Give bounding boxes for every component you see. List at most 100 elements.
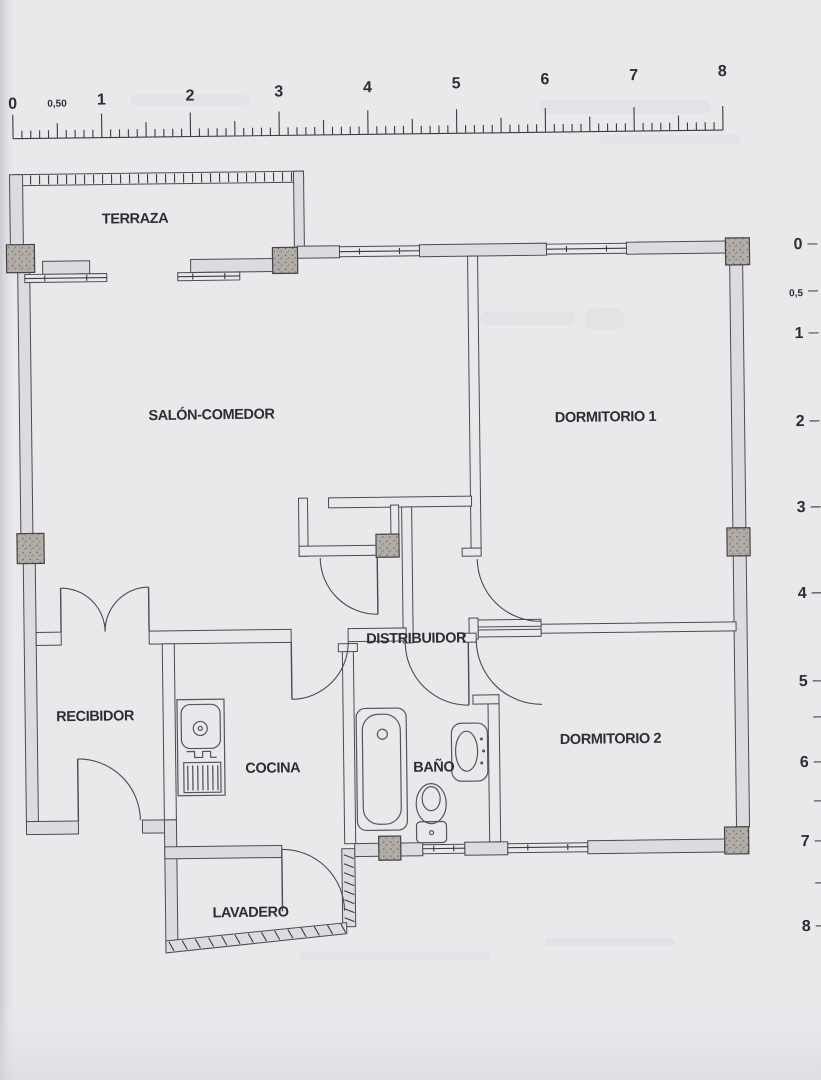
louver-tick: [326, 924, 334, 935]
windows: [24, 242, 628, 855]
top-wall-segment: [296, 245, 341, 259]
recibidor-cocina-divider: [161, 643, 177, 821]
lavadero-slanted-bottom-wall: [165, 922, 348, 954]
walls: [9, 170, 751, 954]
entrance-door: [76, 758, 141, 821]
doors: [59, 557, 543, 912]
pillar: [375, 533, 400, 558]
door-jamb: [472, 694, 500, 705]
door-jamb: [462, 632, 477, 643]
door-cocina: [290, 641, 349, 700]
room-label-cocina: COCINA: [245, 760, 301, 777]
right-wall-lower: [732, 555, 751, 828]
window-salon-terraza-left: [24, 273, 108, 284]
lavadero-left-wall: [163, 819, 179, 947]
pillar: [378, 835, 402, 861]
ruler-top-label: 8: [718, 63, 727, 80]
ruler-right-label: 2: [796, 413, 805, 430]
ruler-top-label: 3: [274, 83, 283, 100]
salon-south-wall: [148, 628, 292, 645]
lavadero-louver-ticks: [168, 854, 355, 952]
pillars: [5, 237, 751, 861]
ruler-top-label: 5: [452, 75, 461, 92]
window-dorm1-right: [545, 242, 628, 255]
pillar: [271, 246, 299, 275]
louver-tick: [343, 872, 355, 878]
lavadero-right-wall: [341, 848, 357, 928]
cocina-bano-divider: [341, 650, 357, 845]
fixtures: [176, 698, 489, 844]
ruler-right-label: 3: [797, 499, 806, 516]
louver-tick: [208, 937, 215, 947]
top-wall-segment: [625, 240, 727, 255]
sink-faucet: [186, 750, 217, 759]
louver-tick: [234, 934, 241, 945]
room-label-dormitorio-1: DORMITORIO 1: [555, 409, 657, 426]
bathtub: [355, 707, 409, 832]
toilet: [415, 783, 448, 844]
door-bano: [404, 642, 470, 706]
louver-tick: [344, 908, 355, 914]
room-label-lavadero: LAVADERO: [212, 904, 288, 921]
louver-tick: [343, 863, 355, 869]
right-wall-upper: [729, 264, 747, 529]
ruler-top-label: 2: [186, 87, 195, 104]
louver-tick: [344, 917, 355, 923]
top-wall-segment: [418, 242, 548, 258]
ruler-right-label: 5: [799, 673, 808, 690]
kitchen-sink: [176, 698, 226, 797]
door-dormitorio1: [476, 559, 542, 622]
door-jamb: [461, 547, 482, 557]
bathtub-drain: [376, 728, 388, 740]
louver-tick: [274, 930, 281, 940]
terraza-left-wall: [9, 174, 24, 250]
louver-tick: [300, 927, 307, 938]
ruler-right-label: 0,5: [789, 288, 803, 299]
louver-tick: [344, 890, 355, 896]
louver-tick: [181, 940, 188, 950]
bottom-wall-segment: [400, 842, 424, 857]
room-label-distribuidor: DISTRIBUIDOR: [366, 630, 467, 647]
pillar: [5, 243, 36, 274]
ruler-right-label: 8: [802, 918, 811, 935]
dorm1-dorm2-divider: [540, 621, 737, 634]
lavadero-top-wall: [164, 844, 283, 860]
ruler-top-label: 1: [97, 92, 106, 109]
ruler-right-label: 4: [798, 585, 807, 602]
room-label-dormitorio-2: DORMITORIO 2: [560, 731, 662, 748]
louver-tick: [287, 929, 294, 939]
ruler-right-label: 1: [794, 325, 803, 342]
left-wall-upper: [17, 271, 34, 535]
ruler-top-label: 0: [8, 96, 17, 113]
closet-top-wall: [327, 495, 473, 509]
double-door-recibidor-salon: [59, 586, 150, 633]
louver-tick: [343, 854, 355, 860]
louver-tick: [340, 923, 347, 933]
ruler-top-label: 0,50: [47, 99, 67, 110]
pillar: [726, 527, 751, 557]
salon-south-wall: [347, 627, 407, 643]
room-label-recibidor: RECIBIDOR: [56, 708, 135, 725]
photo-bottom-edge-shade: [0, 1000, 821, 1080]
terraza-right-return-wall: [292, 170, 305, 250]
ruler-right: 0 0,5 1 2 3 4 5 6 7 8: [789, 236, 821, 935]
ruler-right-label: 6: [800, 754, 809, 771]
photo-left-edge-shade: [0, 0, 16, 1080]
room-label-bano: BAÑO: [413, 757, 454, 776]
louver-tick: [343, 881, 355, 887]
distribuidor-left-wall: [401, 506, 414, 644]
salon-south-wall: [35, 631, 62, 646]
closet-bottom-wall: [298, 544, 378, 557]
recibidor-bottom-wall: [25, 820, 80, 836]
ruler-right-label: 7: [801, 833, 810, 850]
bottom-wall-segment: [354, 842, 381, 858]
ruler-top-label: 7: [629, 67, 638, 84]
window-dorm2: [507, 842, 589, 854]
bottom-wall-segment: [587, 838, 726, 855]
terraza-railing-ticks: [20, 172, 293, 185]
ruler-right-label: 0: [793, 236, 802, 253]
left-wall-lower: [22, 562, 39, 825]
